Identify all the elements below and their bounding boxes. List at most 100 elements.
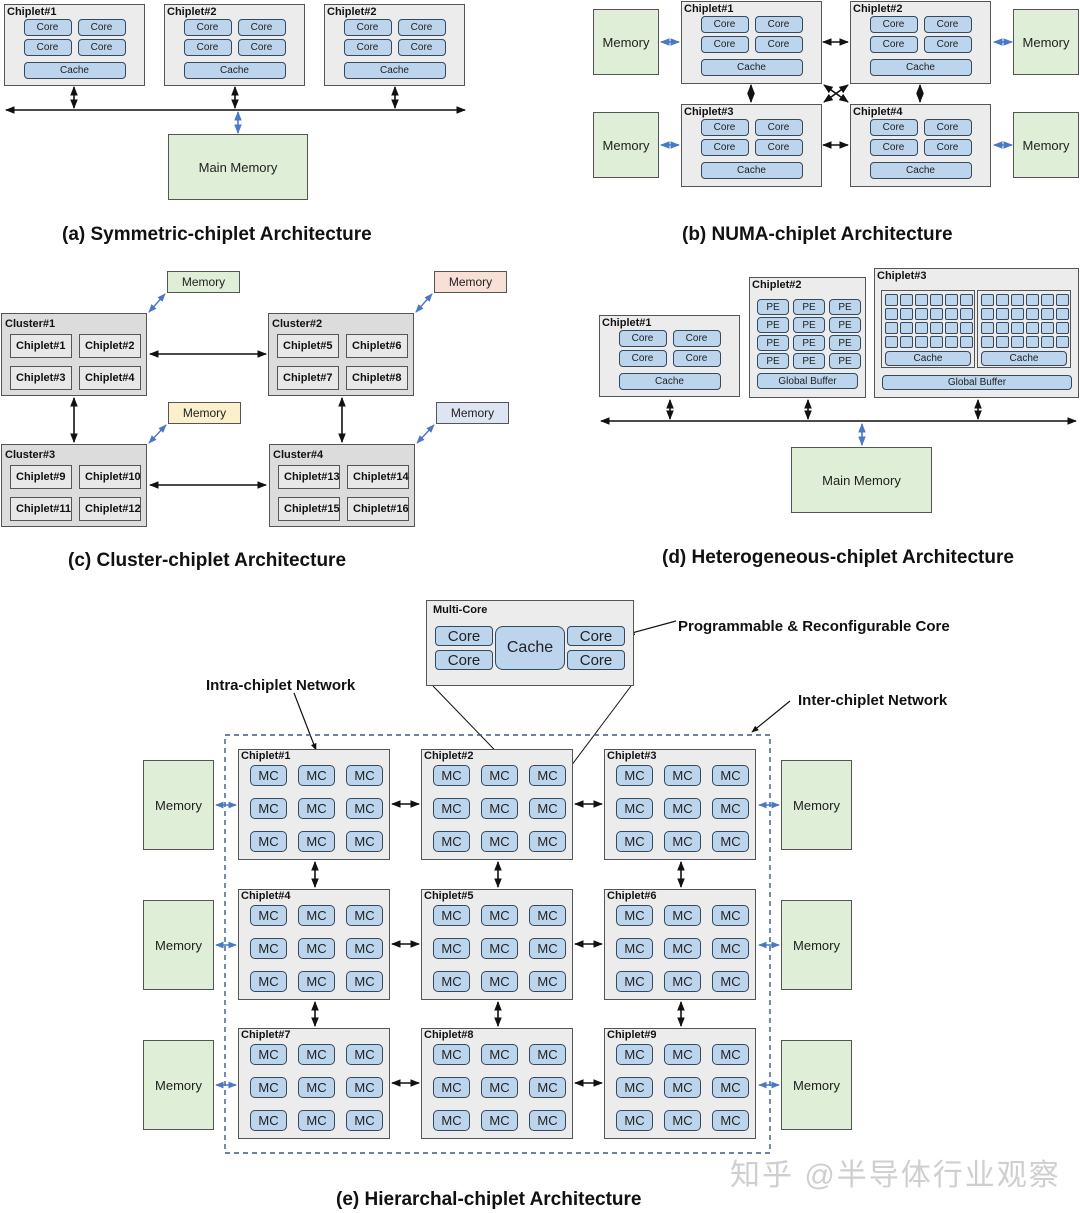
mc-unit: MC — [616, 831, 653, 852]
mc-unit: MC — [433, 971, 470, 992]
pe-cell — [900, 308, 913, 320]
pe-cell — [981, 308, 994, 320]
chiplet-label: Chiplet#3 — [877, 270, 927, 282]
memory-e-left: Memory — [143, 760, 214, 850]
core-unit: Core — [77, 19, 126, 36]
mc-unit: MC — [712, 938, 749, 959]
memory-e-left: Memory — [143, 1040, 214, 1130]
mc-unit: MC — [481, 1110, 518, 1131]
mc-unit: MC — [664, 798, 701, 819]
pe-cell — [945, 322, 958, 334]
mc-unit: MC — [664, 1077, 701, 1098]
pe-unit: PE — [793, 335, 825, 351]
mc-unit: MC — [250, 938, 287, 959]
mc-unit: MC — [298, 798, 335, 819]
chiplet-c: Chiplet#3 — [10, 366, 72, 390]
chiplet-c: Chiplet#10 — [79, 465, 141, 489]
chiplet-label: Chiplet#2 — [853, 3, 903, 15]
memory-e-right: Memory — [781, 900, 852, 990]
mc-unit: MC — [529, 1110, 566, 1131]
core-unit: Core — [700, 119, 749, 136]
pe-cell — [996, 308, 1009, 320]
core-unit: Core — [397, 19, 446, 36]
memory-c: Memory — [434, 271, 507, 293]
core-unit: Core — [869, 16, 918, 33]
cache-unit: Cache — [869, 162, 972, 179]
mc-unit: MC — [616, 1077, 653, 1098]
mc-unit: MC — [346, 971, 383, 992]
chiplet-c: Chiplet#9 — [10, 465, 72, 489]
chiplet-label: Chiplet#9 — [607, 1029, 657, 1041]
mc-unit: MC — [664, 765, 701, 786]
main-memory-d: Main Memory — [791, 447, 932, 513]
chiplet-label: Chiplet#3 — [607, 750, 657, 762]
mc-unit: MC — [481, 1044, 518, 1065]
mc-unit: MC — [712, 1110, 749, 1131]
annotation-pointer — [751, 700, 791, 733]
chiplet-label: Chiplet#4 — [853, 106, 903, 118]
mc-unit: MC — [298, 1110, 335, 1131]
mc-unit: MC — [664, 938, 701, 959]
chiplet-label: Chiplet#2 — [327, 6, 377, 18]
connection-arrow — [415, 293, 433, 313]
memory-c: Memory — [168, 402, 241, 424]
mc-unit: MC — [481, 765, 518, 786]
core-unit: Core — [923, 139, 972, 156]
caption-e: (e) Hierarchal-chiplet Architecture — [336, 1189, 642, 1210]
mc-unit: MC — [712, 905, 749, 926]
mc-unit: MC — [712, 831, 749, 852]
mc-unit: MC — [616, 905, 653, 926]
cluster-label: Cluster#2 — [272, 318, 323, 330]
chiplet-label: Chiplet#1 — [602, 317, 652, 329]
memory-b: Memory — [1013, 112, 1079, 178]
chiplet-c: Chiplet#6 — [346, 334, 408, 358]
mc-unit: MC — [346, 1044, 383, 1065]
cache-unit: Cache — [869, 59, 972, 76]
mc-unit: MC — [433, 905, 470, 926]
pe-cell — [996, 322, 1009, 334]
mc-unit: MC — [433, 1077, 470, 1098]
mc-unit: MC — [529, 1077, 566, 1098]
pe-cell — [960, 294, 973, 306]
mc-unit: MC — [250, 1077, 287, 1098]
pe-cell — [1056, 322, 1069, 334]
chiplet-c: Chiplet#15 — [278, 497, 340, 521]
caption-b: (b) NUMA-chiplet Architecture — [682, 224, 953, 245]
mc-unit: MC — [250, 765, 287, 786]
memory-e-right: Memory — [781, 760, 852, 850]
pe-cell — [885, 308, 898, 320]
pe-cell — [915, 322, 928, 334]
mc-unit: MC — [481, 905, 518, 926]
memory-b: Memory — [1013, 9, 1079, 75]
memory-e-left: Memory — [143, 900, 214, 990]
pe-cell — [1041, 322, 1054, 334]
connection-arrow — [148, 424, 167, 444]
pe-unit: PE — [757, 335, 789, 351]
chiplet-c: Chiplet#1 — [10, 334, 72, 358]
cache-unit: Cache — [700, 162, 803, 179]
pe-cell — [1011, 322, 1024, 334]
core-unit: Core — [923, 36, 972, 53]
cluster-label: Cluster#1 — [5, 318, 56, 330]
annotation-programmable-core: Programmable & Reconfigurable Core — [678, 618, 950, 635]
mc-unit: MC — [712, 1044, 749, 1065]
core-unit: Core — [435, 626, 493, 646]
mc-unit: MC — [346, 905, 383, 926]
caption-d: (d) Heterogeneous-chiplet Architecture — [662, 547, 1014, 568]
pe-cell — [1026, 322, 1039, 334]
pe-cell — [1011, 294, 1024, 306]
mc-unit: MC — [481, 831, 518, 852]
mc-unit: MC — [250, 1110, 287, 1131]
mc-unit: MC — [616, 971, 653, 992]
chiplet-c: Chiplet#5 — [277, 334, 339, 358]
pe-unit: PE — [829, 353, 861, 369]
memory-e-right: Memory — [781, 1040, 852, 1130]
pe-unit: PE — [829, 335, 861, 351]
mc-unit: MC — [481, 1077, 518, 1098]
pe-cell — [945, 336, 958, 348]
cache-unit: Cache — [885, 351, 971, 366]
annotation-inter-chiplet-network: Inter-chiplet Network — [798, 692, 948, 709]
pe-cell — [1041, 308, 1054, 320]
mc-unit: MC — [250, 971, 287, 992]
core-unit: Core — [23, 19, 72, 36]
